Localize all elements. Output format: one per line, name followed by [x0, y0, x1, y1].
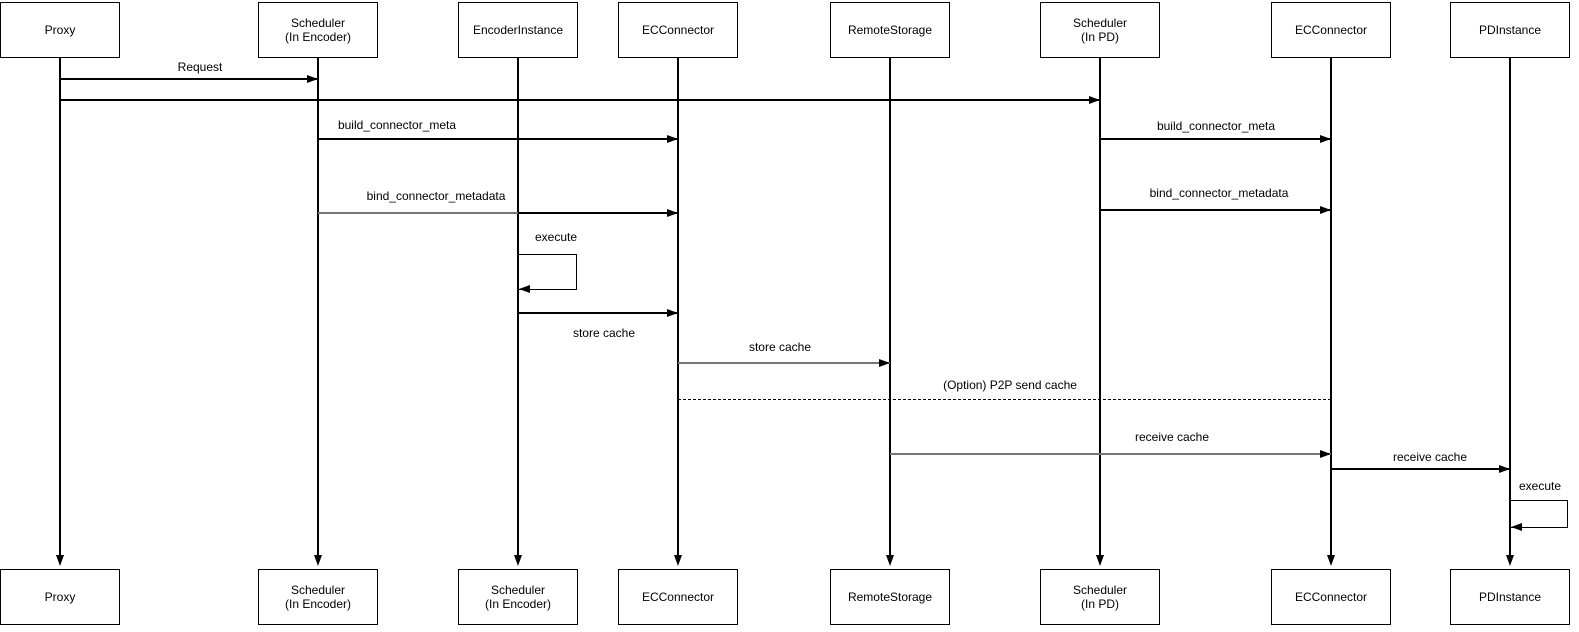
lifeline-arrow-down-icon-pd-instance	[1505, 555, 1514, 566]
actor-label: Scheduler	[290, 16, 346, 30]
lifeline-arrow-down-icon-ec-connector-encoder	[673, 555, 682, 566]
actor-label: Proxy	[44, 590, 76, 604]
message-arrowhead-icon-store-cache-remote	[879, 358, 890, 367]
self-call-arrowhead-icon-execute-pd	[1511, 523, 1522, 531]
message-arrowhead-icon-receive-cache-pd	[1499, 464, 1510, 473]
actor-box-bottom-ec-connector-pd: ECConnector	[1271, 569, 1391, 625]
actor-label: EncoderInstance	[472, 23, 564, 37]
message-line-build-connector-meta-pd	[1100, 138, 1331, 140]
actor-box-top-pd-instance: PDInstance	[1450, 2, 1570, 58]
actor-box-bottom-pd-instance: PDInstance	[1450, 569, 1570, 625]
lifeline-ec-connector-pd	[1330, 58, 1332, 555]
message-line-build-connector-meta-encoder	[318, 138, 678, 140]
actor-box-top-ec-connector-encoder: ECConnector	[618, 2, 738, 58]
message-arrowhead-icon-build-connector-meta-pd	[1320, 134, 1331, 143]
message-line-receive-cache-pd	[1331, 468, 1510, 470]
lifeline-scheduler-encoder	[317, 58, 319, 555]
lifeline-pd-instance	[1509, 58, 1511, 555]
message-arrowhead-icon-encoder-store-cache	[667, 308, 678, 317]
lifeline-arrow-down-icon-remote-storage	[885, 555, 894, 566]
message-line-bind-connector-metadata-encoder	[518, 212, 678, 214]
actor-box-bottom-remote-storage: RemoteStorage	[830, 569, 950, 625]
message-label-p2p-send-cache: (Option) P2P send cache	[941, 378, 1079, 392]
actor-label: PDInstance	[1478, 23, 1542, 37]
message-arrowhead-icon-request	[307, 74, 318, 83]
actor-label: Scheduler	[1072, 583, 1128, 597]
lifeline-arrow-down-icon-encoder-instance	[513, 555, 522, 566]
lifeline-proxy	[59, 58, 61, 555]
actor-label: ECConnector	[641, 590, 715, 604]
lifeline-arrow-down-icon-scheduler-pd	[1095, 555, 1104, 566]
message-line-bind-connector-metadata-pd	[1100, 209, 1331, 211]
self-call-loop-execute-encoder	[519, 254, 577, 290]
message-line-p2p-send-cache	[678, 399, 1331, 400]
message-line-request	[60, 78, 318, 80]
message-label-receive-cache-pd: receive cache	[1390, 450, 1470, 464]
message-label-build-connector-meta-encoder: build_connector_meta	[335, 118, 459, 132]
actor-label: ECConnector	[641, 23, 715, 37]
message-line-bind-connector-metadata-encoder-gray	[318, 212, 518, 214]
actor-label: PDInstance	[1478, 590, 1542, 604]
actor-box-bottom-proxy: Proxy	[0, 569, 120, 625]
message-label-request: Request	[175, 60, 225, 74]
actor-label: ECConnector	[1294, 23, 1368, 37]
actor-label: (In PD)	[1080, 597, 1119, 611]
lifeline-remote-storage	[889, 58, 891, 555]
actor-label: (In PD)	[1080, 30, 1119, 44]
message-label-bind-connector-metadata-pd: bind_connector_metadata	[1147, 186, 1291, 200]
message-label-encoder-store-cache: store cache	[570, 326, 638, 340]
actor-label: (In Encoder)	[284, 30, 352, 44]
actor-box-bottom-encoder-instance: Scheduler(In Encoder)	[458, 569, 578, 625]
message-line-store-cache-remote	[678, 362, 890, 364]
self-call-loop-execute-pd	[1511, 500, 1568, 528]
actor-label: Scheduler	[1072, 16, 1128, 30]
actor-box-top-encoder-instance: EncoderInstance	[458, 2, 578, 58]
message-label-bind-connector-metadata-encoder: bind_connector_metadata	[364, 189, 508, 203]
actor-label: (In Encoder)	[484, 597, 552, 611]
actor-label: RemoteStorage	[847, 23, 933, 37]
actor-box-bottom-scheduler-pd: Scheduler(In PD)	[1040, 569, 1160, 625]
actor-box-top-proxy: Proxy	[0, 2, 120, 58]
message-arrowhead-icon-proxy-to-scheduler-pd	[1089, 95, 1100, 104]
lifeline-arrow-down-icon-proxy	[55, 555, 64, 566]
message-label-receive-cache-remote: receive cache	[1132, 430, 1212, 444]
actor-label: (In Encoder)	[284, 597, 352, 611]
self-call-label-execute-encoder: execute	[532, 230, 580, 244]
message-line-receive-cache-remote	[890, 453, 1331, 455]
actor-label: Scheduler	[290, 583, 346, 597]
actor-box-bottom-scheduler-encoder: Scheduler(In Encoder)	[258, 569, 378, 625]
actor-label: RemoteStorage	[847, 590, 933, 604]
message-line-proxy-to-scheduler-pd	[60, 99, 1100, 101]
actor-label: ECConnector	[1294, 590, 1368, 604]
actor-box-top-remote-storage: RemoteStorage	[830, 2, 950, 58]
actor-box-top-ec-connector-pd: ECConnector	[1271, 2, 1391, 58]
lifeline-arrow-down-icon-scheduler-encoder	[313, 555, 322, 566]
message-arrowhead-icon-receive-cache-remote	[1320, 449, 1331, 458]
self-call-label-execute-pd: execute	[1516, 479, 1564, 493]
message-arrowhead-icon-build-connector-meta-encoder	[667, 134, 678, 143]
actor-box-top-scheduler-pd: Scheduler(In PD)	[1040, 2, 1160, 58]
message-line-encoder-store-cache	[518, 312, 678, 314]
self-call-arrowhead-icon-execute-encoder	[519, 285, 530, 293]
lifeline-ec-connector-encoder	[677, 58, 679, 555]
message-label-build-connector-meta-pd: build_connector_meta	[1154, 119, 1278, 133]
message-arrowhead-icon-bind-connector-metadata-pd	[1320, 205, 1331, 214]
lifeline-arrow-down-icon-ec-connector-pd	[1326, 555, 1335, 566]
lifeline-encoder-instance	[517, 58, 519, 555]
actor-box-top-scheduler-encoder: Scheduler(In Encoder)	[258, 2, 378, 58]
actor-label: Scheduler	[490, 583, 546, 597]
lifeline-scheduler-pd	[1099, 58, 1101, 555]
actor-box-bottom-ec-connector-encoder: ECConnector	[618, 569, 738, 625]
actor-label: Proxy	[44, 23, 76, 37]
message-label-store-cache-remote: store cache	[746, 340, 814, 354]
message-arrowhead-icon-bind-connector-metadata-encoder	[667, 208, 678, 217]
